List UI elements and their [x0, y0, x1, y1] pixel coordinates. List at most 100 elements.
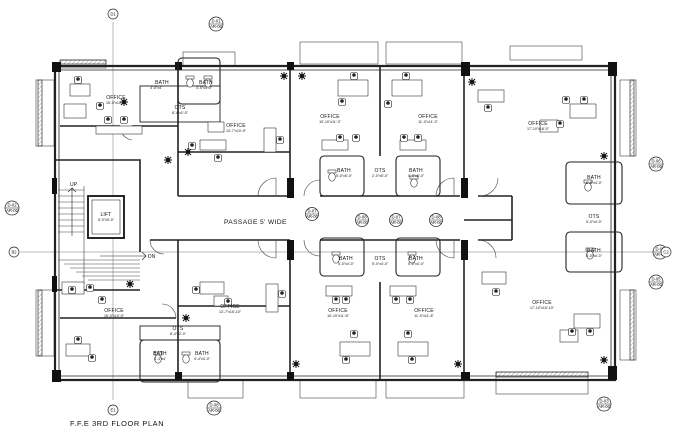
room-bath-cb1-name: BATH [339, 256, 353, 262]
grid-bubble-left: B2 [8, 246, 20, 258]
room-office-bl-size: 15'-0"x10'-9" [104, 314, 125, 318]
svg-text:AR-00: AR-00 [210, 24, 223, 29]
furniture [61, 79, 601, 357]
room-bath-tl1-name: BATH [155, 80, 169, 86]
svg-text:AR-00: AR-00 [208, 408, 221, 413]
room-bath-bl1-size: 4'-4"x4' [154, 357, 166, 361]
svg-text:D-08: D-08 [357, 215, 367, 220]
room-office-tm2-name: OFFICE [418, 114, 438, 120]
room-bath-bl1-name: BATH [153, 351, 167, 357]
room-bath-cm2-size: 5'-0"x5'-0" [408, 174, 425, 178]
room-office-tm1-name: OFFICE [320, 114, 340, 120]
grid-bubble-top: D1 [107, 8, 119, 20]
svg-text:D-01: D-01 [211, 19, 221, 24]
stair-dn-label: DN [148, 254, 156, 260]
room-office-tr-name: OFFICE [528, 121, 548, 127]
room-office-br-name: OFFICE [532, 300, 552, 306]
room-ots-bl-size: 8'-4"x2'-0" [170, 332, 187, 336]
room-bath-r1-name: BATH [587, 175, 601, 181]
tag-mid-a: D-07 AR-00 [305, 207, 319, 221]
room-bath-cm1-size: 5'-0"x5'-0" [336, 174, 353, 178]
room-office-bm1-size: 10'-10"x11'-8" [327, 314, 350, 318]
room-office-bcl-size: 13'-7"x15'-10" [219, 310, 242, 314]
svg-text:AR-00: AR-00 [430, 220, 443, 225]
svg-text:C2: C2 [663, 250, 669, 255]
tag-mid-c: D-07 AR-00 [389, 213, 403, 227]
columns [52, 62, 617, 382]
room-ots-tl-name: OTS [175, 105, 186, 111]
svg-text:D-08: D-08 [209, 403, 219, 408]
room-office-bm2-name: OFFICE [414, 308, 434, 314]
balconies [35, 41, 637, 399]
svg-text:D1: D1 [110, 12, 116, 17]
hatched-ledges [37, 59, 635, 378]
plan-title: F.F.E 3RD FLOOR PLAN [70, 419, 164, 428]
room-office-bcl-name: OFFICE [220, 304, 240, 310]
room-office-tm1-size: 10'-10"x11'-3" [319, 120, 342, 124]
room-bath-cm1-name: BATH [337, 168, 351, 174]
tag-mid-b: D-08 AR-00 [355, 213, 369, 227]
grid-bubble-right: C2 [660, 246, 672, 258]
svg-text:AR-00: AR-00 [654, 252, 667, 257]
room-labels: OFFICE 15'-0"x10'-9" BATH 4'-5"x4' BATH … [104, 80, 603, 361]
svg-text:D-08: D-08 [431, 215, 441, 220]
tag-bot-a: D-08 AR-00 [206, 400, 222, 416]
tag-left: D-02 AR-00 [4, 200, 20, 216]
circulation-labels: PASSAGE 5' WIDE LIFT 5'-0"x5'-0" UP DN [70, 182, 287, 260]
lift-label: LIFT [100, 212, 111, 218]
svg-text:AR-00: AR-00 [6, 208, 19, 213]
svg-text:D-03: D-03 [599, 399, 609, 404]
room-ots-bl-name: OTS [173, 326, 184, 332]
svg-text:D-07: D-07 [307, 209, 317, 214]
svg-text:D-07: D-07 [391, 215, 401, 220]
lift-size: 5'-0"x5'-0" [98, 218, 115, 222]
room-office-tm2-size: 11'-0"x11'-3" [418, 120, 438, 124]
room-ots-cm1-name: OTS [375, 168, 386, 174]
tag-mid-d: D-08 AR-00 [429, 213, 443, 227]
svg-text:D-06: D-06 [651, 159, 661, 164]
room-ots-tl-size: 8'-4"x2'-0" [172, 111, 189, 115]
room-bath-tl2-size: 4'-5"x4'-0" [196, 86, 213, 90]
svg-text:AR-00: AR-00 [650, 282, 663, 287]
svg-text:AR-00: AR-00 [390, 220, 403, 225]
room-ots-r-name: OTS [589, 214, 600, 220]
room-office-tcl-name: OFFICE [226, 123, 246, 129]
room-office-br-size: 17'-10"x15'-10" [530, 306, 555, 310]
room-office-bl-name: OFFICE [104, 308, 124, 314]
svg-text:AR-00: AR-00 [650, 164, 663, 169]
room-bath-bl2-name: BATH [195, 351, 209, 357]
room-bath-cb2-size: 5'-0"x4'-0" [408, 262, 425, 266]
tag-right-c: D-05 AR-00 [648, 274, 664, 290]
room-bath-r2-size: 5'-0"x4'-0" [586, 254, 603, 258]
room-ots-cb-name: OTS [375, 256, 386, 262]
room-office-tcl-size: 13'-7"x10'-9" [226, 129, 247, 133]
grid-bubbles: D1 E1 B2 C2 [8, 8, 672, 416]
svg-text:D-05: D-05 [655, 247, 665, 252]
svg-text:E1: E1 [110, 408, 116, 413]
tag-right-a: D-06 AR-00 [648, 156, 664, 172]
passage-label: PASSAGE 5' WIDE [224, 219, 287, 226]
svg-text:AR-00: AR-00 [598, 404, 611, 409]
bath-blocks [139, 57, 623, 383]
room-office-tl-name: OFFICE [106, 95, 126, 101]
room-office-bm2-size: 11'-0"x11'-8" [414, 314, 434, 318]
svg-text:B2: B2 [11, 250, 17, 255]
room-bath-cb2-name: BATH [409, 256, 423, 262]
tag-bot-b: D-03 AR-00 [596, 396, 612, 412]
room-bath-tl1-size: 4'-5"x4' [150, 86, 162, 90]
svg-text:D-05: D-05 [651, 277, 661, 282]
doors [119, 125, 499, 319]
room-bath-bl2-size: 4'-4"x4'-0" [194, 357, 211, 361]
detail-tags: D-01 AR-00 D-02 AR-00 D-06 AR-00 D-05 AR… [4, 16, 668, 416]
room-ots-r-size: 5'-0"x4'-0" [586, 220, 603, 224]
stair-up-label: UP [70, 182, 78, 188]
room-office-bm1-name: OFFICE [328, 308, 348, 314]
tag-top-a: D-01 AR-00 [208, 16, 224, 32]
room-bath-r2-name: BATH [587, 248, 601, 254]
room-bath-tl2-name: BATH [199, 80, 213, 86]
svg-text:D-02: D-02 [7, 203, 17, 208]
room-ots-cm1-size: 2'-0"x5'-0" [372, 174, 389, 178]
room-bath-cb1-size: 5'-0"x4'-0" [338, 262, 355, 266]
room-office-tl-size: 15'-0"x10'-9" [106, 101, 127, 105]
